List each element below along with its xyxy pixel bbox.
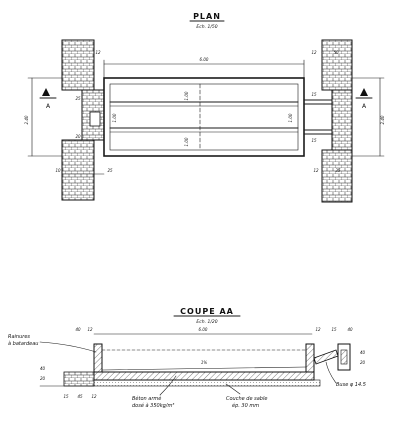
plan-scale: Ech. 1/50 [196,24,217,30]
section-dim-bottom-c: 12 [91,394,97,399]
basin-outline [103,77,305,157]
section-dim-right-c: 40 [347,327,353,332]
dim-bay-left: 1.00 [112,113,117,122]
section-right-box-inner [340,349,348,365]
section-wall-left [93,343,103,373]
section-scale: Ech. 1/20 [196,319,217,325]
note-concrete-line2: dosé à 350kg/m³ [132,402,174,409]
section-mark-right: A [355,88,373,110]
section-dim-bottom-a: 15 [63,394,69,399]
right-wall-upper [321,39,353,91]
leader-sand [225,383,241,395]
dim-bottom-left-b: 25 [107,168,113,173]
section-dim-height-a: 40 [360,350,366,355]
svg-text:A: A [46,103,51,110]
dim-mid-2: 1.00 [184,137,189,146]
section-dim-height-c: 40 [40,366,46,371]
dim-small-left-a: 25 [75,96,81,101]
section-dim-height-d: 20 [40,376,46,381]
note-sand-line1: Couche de sable [226,396,267,402]
section-dim-height-b: 20 [360,360,366,365]
plan-view: PLAN Ech. 1/50 6.00 12 12 50 [24,12,385,203]
leader-grooves [39,341,97,353]
section-dim-right-a: 12 [315,327,321,332]
leader-concrete [159,375,177,396]
section-view: COUPE AA Ech. 1/20 6.00 40 12 12 15 40 1… [8,307,366,409]
dim-right-height: 2.40 [380,115,385,124]
section-wall-right [305,343,315,373]
section-slope-line [101,366,307,371]
left-wall-upper [61,39,95,91]
section-dim-bottom-b: 45 [77,394,83,399]
section-dim-span: 6.00 [199,327,208,332]
plan-title: PLAN [193,12,221,21]
note-pipe: Buse φ 14.5 [336,382,366,388]
dim-mid-1: 1.00 [184,91,189,100]
left-wall-slot [89,111,101,127]
dim-small-right-a: 15 [311,92,317,97]
dim-small-left-b: 20 [75,134,81,139]
dim-small-top-right: 12 [311,50,317,55]
section-mark-left: A [39,88,57,110]
section-slope: 1% [201,360,208,365]
dim-left-height: 2.40 [24,115,29,124]
right-wall-middle [331,89,353,151]
leader-pipe [325,361,337,384]
basin-inner [109,83,299,151]
dim-small-top-left: 12 [95,50,101,55]
section-title: COUPE AA [180,307,234,316]
dim-bottom-right-b: 35 [335,168,341,173]
section-dim-left-a: 40 [75,327,81,332]
dim-small-top-far-right: 50 [333,50,339,55]
note-concrete-line1: Béton armé [132,395,161,402]
section-left-step [63,371,95,387]
right-wall-lower [321,149,353,203]
section-floor-slab [93,371,315,381]
dim-bottom-right-a: 12 [313,168,319,173]
section-sand-layer [87,379,321,387]
dim-top-span: 6.00 [200,57,209,62]
section-dim-left-b: 12 [87,327,93,332]
left-wall-lower [61,139,95,201]
dim-small-right-b: 15 [311,138,317,143]
note-grooves-line1: Rainures [8,334,30,340]
dim-bay-right: 1.00 [288,113,293,122]
note-sand-line2: ép. 30 mm [232,402,259,409]
dim-bottom-left-a: 10 [55,168,61,173]
svg-text:A: A [362,103,367,110]
section-dim-right-b: 15 [331,327,337,332]
note-grooves-line2: à batardeau [8,340,38,347]
